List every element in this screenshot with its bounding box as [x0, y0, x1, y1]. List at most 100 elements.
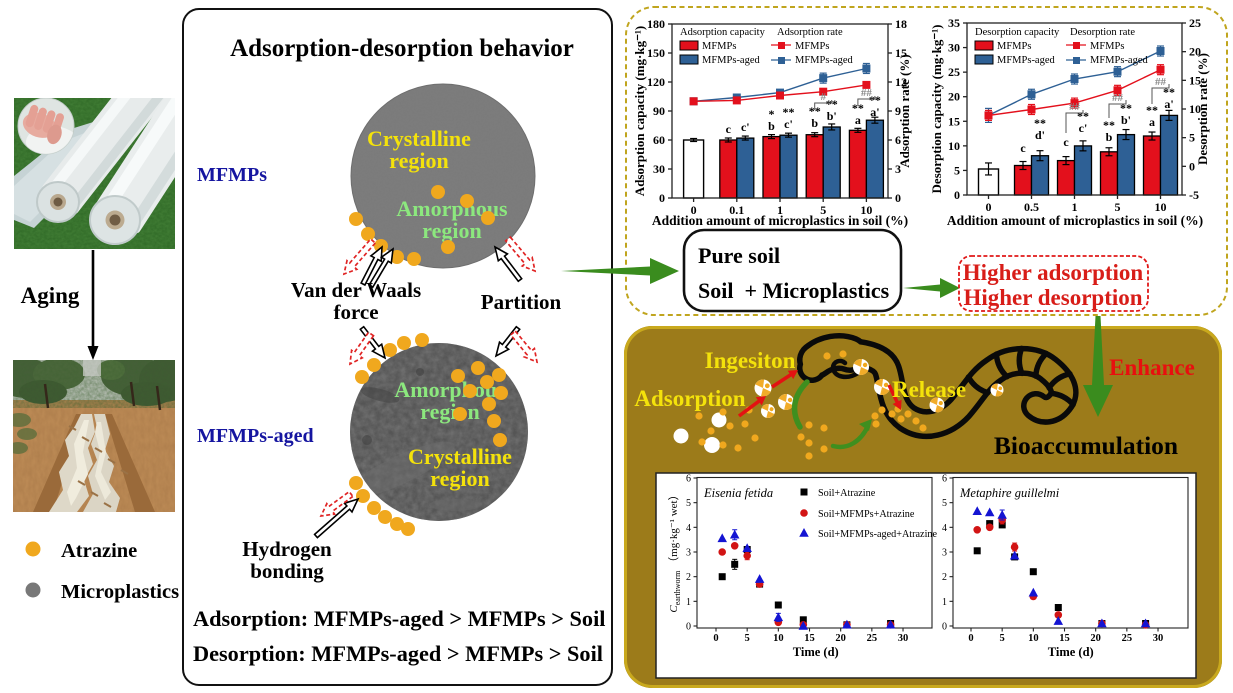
svg-text:0: 0: [954, 188, 960, 202]
svg-text:30: 30: [898, 633, 909, 644]
svg-text:150: 150: [647, 46, 665, 60]
svg-text:c': c': [784, 117, 793, 131]
svg-text:force: force: [333, 300, 378, 324]
svg-text:9: 9: [895, 104, 901, 118]
svg-text:bonding: bonding: [250, 559, 324, 583]
svg-text:15: 15: [1189, 73, 1201, 87]
svg-text:Adsorption: Adsorption: [634, 386, 745, 411]
svg-text:b: b: [768, 119, 775, 133]
svg-text:MFMPs: MFMPs: [702, 41, 736, 52]
svg-text:0: 0: [1189, 159, 1195, 173]
svg-text:a': a': [1164, 97, 1173, 111]
svg-text:0: 0: [942, 622, 947, 633]
svg-text:Metaphire guillelmi: Metaphire guillelmi: [959, 486, 1060, 500]
svg-text:0: 0: [659, 191, 665, 205]
svg-text:5: 5: [1115, 200, 1121, 214]
svg-text:Addition amount of microplasti: Addition amount of microplastics in soil…: [947, 213, 1203, 228]
svg-text:*: *: [769, 107, 775, 121]
svg-text:region: region: [422, 218, 481, 243]
svg-text:Cearthworm （mg·kg⁻¹ wet）: Cearthworm （mg·kg⁻¹ wet）: [667, 489, 682, 612]
svg-text:Crystalline: Crystalline: [408, 444, 512, 469]
svg-text:0: 0: [686, 622, 691, 633]
svg-text:MFMPs-aged: MFMPs-aged: [795, 55, 854, 66]
svg-text:10: 10: [773, 633, 784, 644]
svg-text:Enhance: Enhance: [1109, 355, 1195, 380]
svg-text:120: 120: [647, 75, 665, 89]
svg-text:MFMPs-aged: MFMPs-aged: [997, 55, 1056, 66]
svg-text:b': b': [1121, 113, 1131, 127]
svg-text:a: a: [855, 113, 861, 127]
svg-text:MFMPs: MFMPs: [997, 41, 1031, 52]
svg-text:0: 0: [713, 633, 718, 644]
svg-text:b: b: [1106, 130, 1113, 144]
svg-text:Soil+MFMPs+Atrazine: Soil+MFMPs+Atrazine: [818, 509, 915, 520]
svg-text:10: 10: [1028, 633, 1039, 644]
svg-text:1: 1: [777, 203, 783, 217]
svg-text:20: 20: [948, 90, 960, 104]
svg-text:**: **: [869, 93, 881, 107]
svg-text:Desorption capacity (mg·kg⁻¹): Desorption capacity (mg·kg⁻¹): [929, 25, 944, 194]
svg-text:d': d': [1035, 128, 1045, 142]
svg-text:Higher adsorption: Higher adsorption: [963, 260, 1144, 285]
svg-text:30: 30: [653, 162, 665, 176]
svg-text:15: 15: [948, 114, 960, 128]
svg-text:1: 1: [686, 597, 691, 608]
svg-text:##: ##: [1069, 101, 1081, 113]
svg-text:Adsorption: MFMPs-aged > MFMPs: Adsorption: MFMPs-aged > MFMPs > Soil: [193, 606, 605, 631]
svg-text:1: 1: [942, 597, 947, 608]
svg-text:90: 90: [653, 104, 665, 118]
svg-text:MFMPs: MFMPs: [795, 41, 829, 52]
svg-text:Microplastics: Microplastics: [61, 581, 179, 603]
svg-text:2: 2: [686, 572, 691, 583]
svg-text:0.5: 0.5: [1024, 200, 1039, 214]
svg-text:##: ##: [1155, 76, 1167, 88]
svg-text:Soil + Microplastics: Soil + Microplastics: [698, 278, 890, 303]
svg-text:**: **: [852, 101, 864, 115]
svg-text:Soil+Atrazine: Soil+Atrazine: [818, 488, 876, 499]
svg-text:3: 3: [895, 162, 901, 176]
svg-text:b: b: [811, 116, 818, 130]
svg-text:Release: Release: [892, 377, 966, 402]
svg-text:c: c: [1020, 141, 1026, 155]
svg-text:Adsorption rate: Adsorption rate: [777, 27, 843, 38]
svg-text:Desorption: MFMPs-aged > MFMPs: Desorption: MFMPs-aged > MFMPs > Soil: [193, 641, 603, 666]
svg-text:**: **: [809, 104, 821, 118]
svg-text:1: 1: [1072, 200, 1078, 214]
svg-text:10: 10: [1189, 102, 1201, 116]
svg-text:20: 20: [835, 633, 846, 644]
svg-text:10: 10: [1155, 200, 1167, 214]
svg-text:region: region: [389, 148, 448, 173]
svg-text:**: **: [1146, 103, 1158, 117]
svg-text:c': c': [741, 120, 750, 134]
svg-text:0: 0: [986, 200, 992, 214]
svg-text:**: **: [783, 105, 795, 119]
svg-text:5: 5: [745, 633, 750, 644]
svg-text:5: 5: [954, 163, 960, 177]
svg-text:c: c: [1063, 135, 1069, 149]
svg-text:#: #: [820, 91, 826, 103]
svg-text:##: ##: [1112, 92, 1124, 104]
svg-text:0: 0: [968, 633, 973, 644]
svg-text:**: **: [1103, 118, 1115, 132]
svg-text:c: c: [726, 122, 732, 136]
svg-text:Partition: Partition: [481, 290, 562, 314]
svg-text:##: ##: [861, 87, 873, 99]
svg-text:a': a': [870, 105, 879, 119]
svg-text:Adsorption-desorption behavior: Adsorption-desorption behavior: [230, 35, 574, 62]
svg-text:b': b': [827, 109, 837, 123]
svg-text:30: 30: [948, 41, 960, 55]
svg-text:15: 15: [1059, 633, 1070, 644]
svg-text:MFMPs: MFMPs: [197, 164, 267, 186]
svg-text:**: **: [826, 97, 838, 111]
svg-text:region: region: [430, 466, 489, 491]
svg-text:-5: -5: [1189, 188, 1199, 202]
svg-text:35: 35: [948, 16, 960, 30]
svg-text:10: 10: [860, 203, 872, 217]
svg-text:MFMPs-aged: MFMPs-aged: [1090, 55, 1149, 66]
svg-text:2: 2: [942, 572, 947, 583]
svg-text:Time (d): Time (d): [1048, 645, 1094, 659]
svg-text:15: 15: [804, 633, 815, 644]
svg-text:3: 3: [942, 548, 947, 559]
svg-text:10: 10: [948, 139, 960, 153]
svg-text:6: 6: [895, 133, 901, 147]
